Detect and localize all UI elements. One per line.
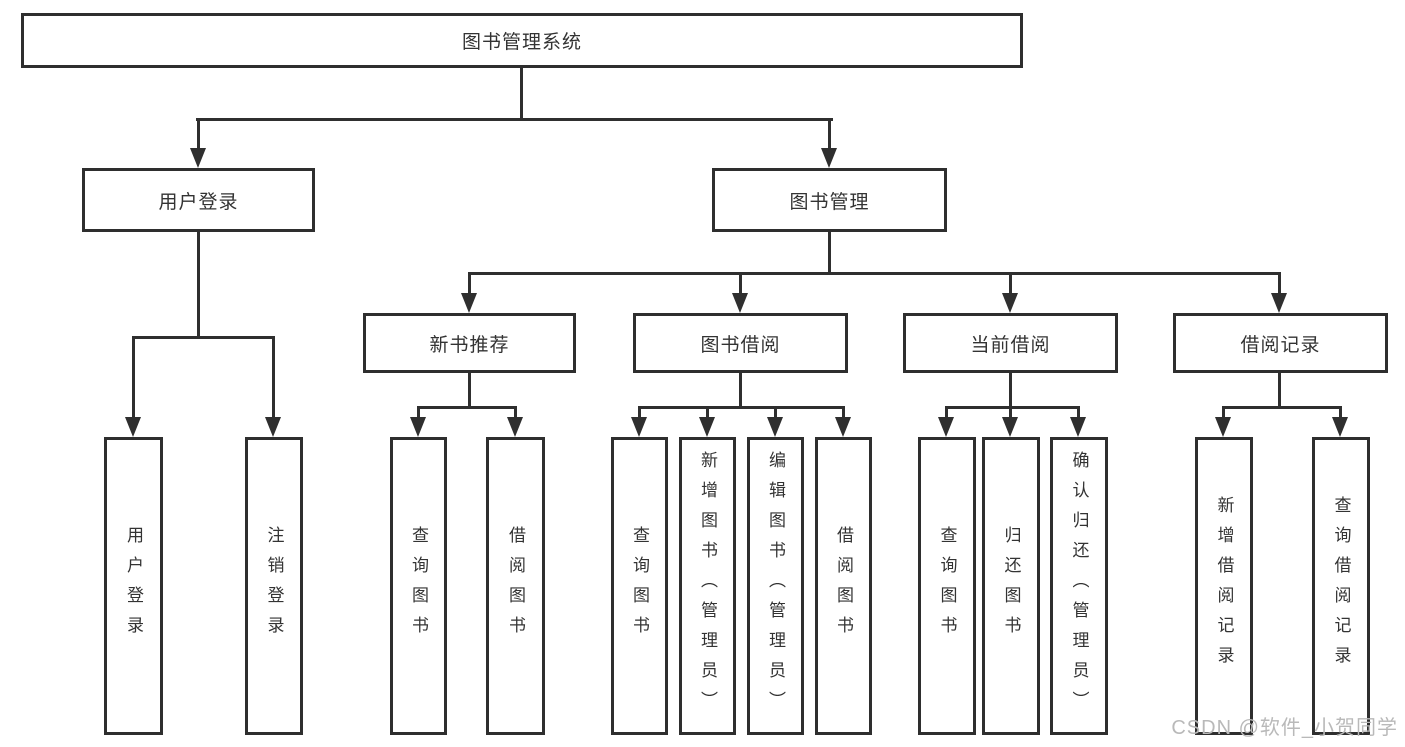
leaf-borrow-borrow-label: 借阅图书 [834, 526, 853, 646]
leaf-current-query: 查询图书 [918, 437, 976, 735]
connector-line [417, 406, 420, 419]
connector-line [1077, 406, 1080, 419]
node-borrow-record-label: 借阅记录 [1240, 334, 1321, 356]
node-book-borrow-label: 图书借阅 [700, 334, 781, 356]
leaf-newbook-query: 查询图书 [390, 437, 447, 735]
connector-line [132, 336, 275, 339]
arrowhead-icon [767, 417, 783, 437]
connector-line [514, 406, 517, 419]
leaf-current-return: 归还图书 [982, 437, 1040, 735]
arrowhead-icon [410, 417, 426, 437]
connector-line [1009, 406, 1012, 419]
arrowhead-icon [507, 417, 523, 437]
node-current-borrow: 当前借阅 [903, 313, 1118, 373]
arrowhead-icon [938, 417, 954, 437]
leaf-record-query: 查询借阅记录 [1312, 437, 1370, 735]
arrowhead-icon [821, 148, 837, 168]
leaf-logout-label: 注销登录 [264, 526, 284, 646]
leaf-current-query-label: 查询图书 [937, 526, 957, 646]
connector-line [706, 406, 709, 419]
connector-line [272, 336, 275, 419]
leaf-newbook-query-label: 查询图书 [409, 526, 428, 646]
connector-line [197, 232, 200, 336]
leaf-logout: 注销登录 [245, 437, 303, 735]
connector-line [774, 406, 777, 419]
arrowhead-icon [1070, 417, 1086, 437]
arrowhead-icon [835, 417, 851, 437]
node-book-mgmt: 图书管理 [712, 168, 947, 232]
connector-line [638, 406, 641, 419]
leaf-borrow-edit: 编辑图书（管理员） [747, 437, 804, 735]
node-borrow-record: 借阅记录 [1173, 313, 1388, 373]
arrowhead-icon [1002, 417, 1018, 437]
leaf-user-login: 用户登录 [104, 437, 163, 735]
leaf-borrow-add-label: 新增图书（管理员） [698, 451, 717, 721]
connector-line [132, 336, 135, 419]
arrowhead-icon [1332, 417, 1348, 437]
connector-line [1222, 406, 1225, 419]
connector-line [828, 232, 831, 272]
arrowhead-icon [265, 417, 281, 437]
arrowhead-icon [1002, 293, 1018, 313]
node-current-borrow-label: 当前借阅 [970, 334, 1051, 356]
connector-line [739, 272, 742, 295]
watermark: CSDN @软件_小贺同学 [1171, 717, 1398, 739]
leaf-current-return-label: 归还图书 [1001, 526, 1021, 646]
node-new-book-label: 新书推荐 [429, 334, 510, 356]
connector-line [468, 272, 471, 295]
connector-line [945, 406, 948, 419]
connector-line [468, 272, 1281, 275]
leaf-borrow-edit-label: 编辑图书（管理员） [766, 451, 785, 721]
connector-line [1009, 373, 1012, 406]
leaf-record-add: 新增借阅记录 [1195, 437, 1253, 735]
connector-line [1339, 406, 1342, 419]
leaf-current-confirm: 确认归还（管理员） [1050, 437, 1108, 735]
connector-line [520, 68, 523, 118]
leaf-borrow-borrow: 借阅图书 [815, 437, 872, 735]
leaf-record-add-label: 新增借阅记录 [1214, 496, 1234, 676]
node-user-login-label: 用户登录 [158, 191, 239, 213]
node-root-label: 图书管理系统 [461, 32, 582, 53]
node-new-book: 新书推荐 [363, 313, 576, 373]
connector-line [1278, 272, 1281, 295]
arrowhead-icon [1271, 293, 1287, 313]
connector-line [197, 118, 200, 151]
connector-line [842, 406, 845, 419]
connector-line [468, 373, 471, 406]
node-user-login: 用户登录 [82, 168, 315, 232]
leaf-borrow-add: 新增图书（管理员） [679, 437, 736, 735]
connector-line [1009, 272, 1012, 295]
connector-line [638, 406, 845, 409]
connector-line [945, 406, 1080, 409]
node-root: 图书管理系统 [21, 13, 1023, 68]
connector-line [196, 118, 833, 121]
arrowhead-icon [461, 293, 477, 313]
node-book-borrow: 图书借阅 [633, 313, 848, 373]
connector-line [739, 373, 742, 406]
leaf-current-confirm-label: 确认归还（管理员） [1069, 451, 1089, 721]
arrowhead-icon [125, 417, 141, 437]
arrowhead-icon [190, 148, 206, 168]
arrowhead-icon [631, 417, 647, 437]
leaf-newbook-borrow: 借阅图书 [486, 437, 545, 735]
leaf-newbook-borrow-label: 借阅图书 [506, 526, 525, 646]
leaf-user-login-label: 用户登录 [124, 526, 143, 646]
connector-line [417, 406, 517, 409]
node-book-mgmt-label: 图书管理 [789, 191, 870, 213]
leaf-borrow-query-label: 查询图书 [630, 526, 649, 646]
connector-line [1278, 373, 1281, 406]
leaf-record-query-label: 查询借阅记录 [1331, 496, 1351, 676]
arrowhead-icon [1215, 417, 1231, 437]
connector-line [1222, 406, 1342, 409]
arrowhead-icon [699, 417, 715, 437]
leaf-borrow-query: 查询图书 [611, 437, 668, 735]
connector-line [828, 118, 831, 151]
arrowhead-icon [732, 293, 748, 313]
